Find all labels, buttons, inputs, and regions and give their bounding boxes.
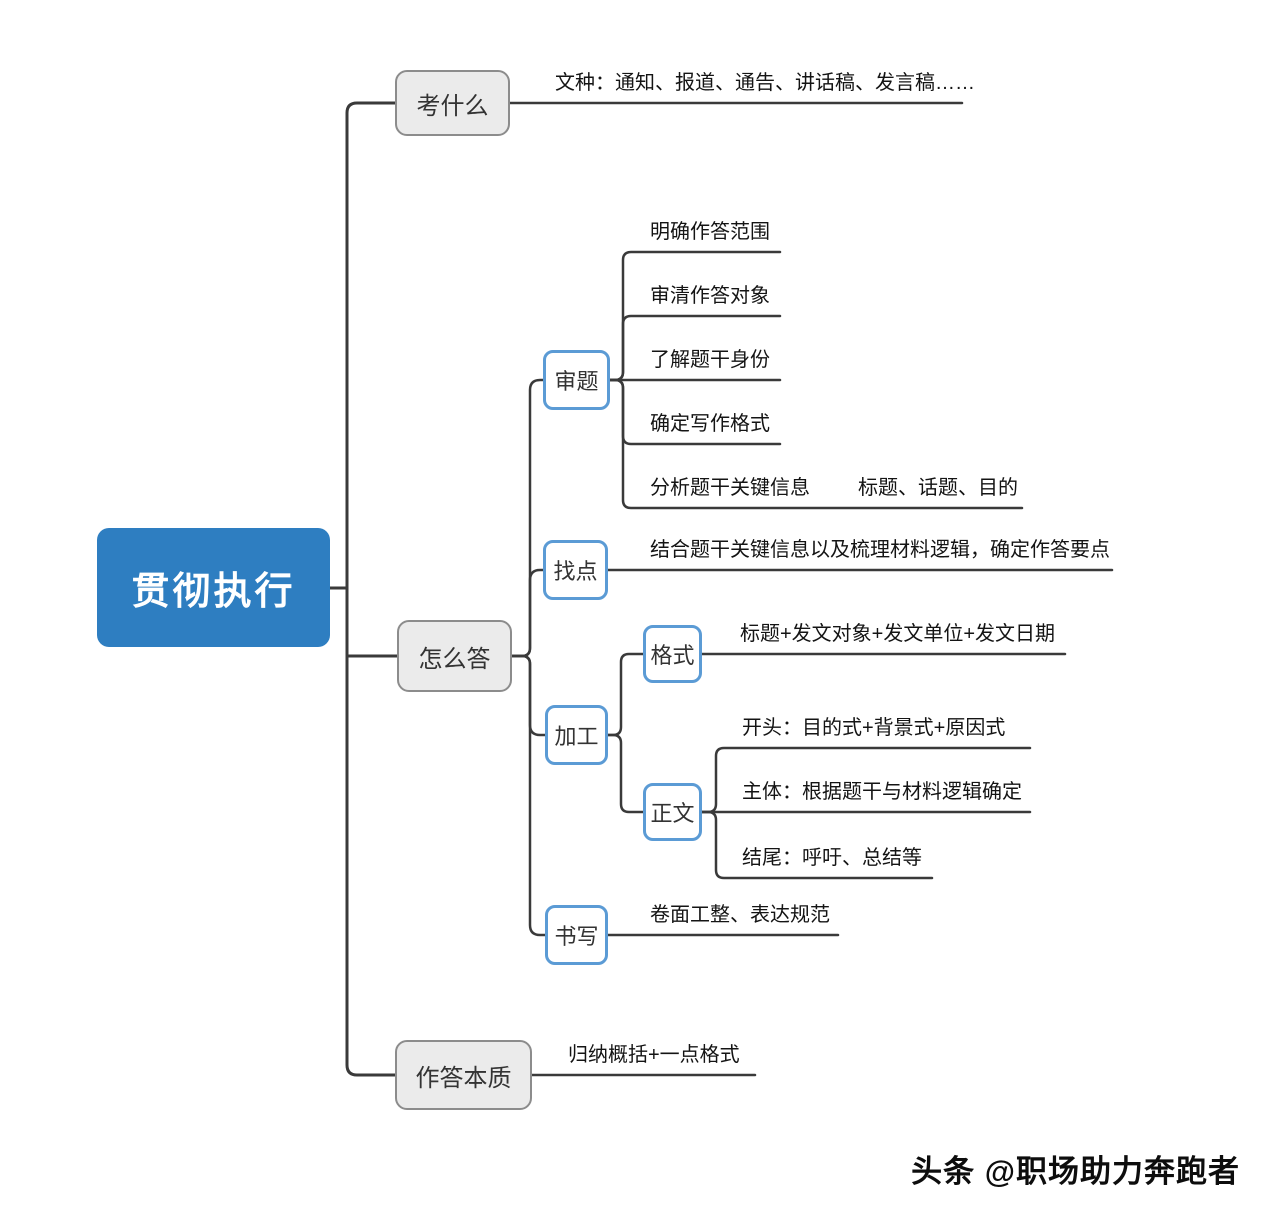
leaf-format-elements: 标题+发文对象+发文单位+发文日期: [740, 623, 1056, 645]
sub-node-format: 格式: [643, 625, 702, 683]
watermark-source: 头条: [911, 1154, 976, 1189]
leaf-clarify-answer-scope: 明确作答范围: [650, 221, 770, 243]
branch-node-what-is-tested: 考什么: [395, 70, 510, 136]
watermark-author: @职场助力奔跑者: [984, 1154, 1240, 1189]
branch-node-how-to-answer: 怎么答: [397, 620, 512, 692]
sub-node-examine-question: 审题: [543, 350, 610, 410]
leaf-determine-writing-format: 确定写作格式: [650, 413, 770, 435]
root-node-guanche-zhixing: 贯彻执行: [97, 528, 330, 647]
sub-node-find-points: 找点: [543, 540, 608, 600]
leaf-main-body-logic: 主体：根据题干与材料逻辑确定: [742, 781, 1022, 803]
sub-node-body-text: 正文: [643, 783, 702, 841]
leaf-understand-role: 了解题干身份: [650, 349, 770, 371]
watermark: 头条 @职场助力奔跑者: [911, 1146, 1240, 1191]
leaf-summarize-plus-format: 归纳概括+一点格式: [568, 1044, 740, 1066]
sub-node-handwriting: 书写: [545, 905, 608, 965]
branch-node-answer-essence: 作答本质: [395, 1040, 532, 1110]
leaf-title-topic-purpose: 标题、话题、目的: [858, 477, 1018, 499]
leaf-identify-answer-target: 审清作答对象: [650, 285, 770, 307]
leaf-combine-key-info-logic: 结合题干关键信息以及梳理材料逻辑，确定作答要点: [650, 539, 1110, 561]
leaf-document-types: 文种：通知、报道、通告、讲话稿、发言稿……: [555, 72, 975, 94]
leaf-opening-style: 开头：目的式+背景式+原因式: [742, 717, 1006, 739]
leaf-ending-style: 结尾：呼吁、总结等: [742, 847, 922, 869]
sub-node-processing: 加工: [545, 705, 608, 765]
leaf-analyze-key-info: 分析题干关键信息: [650, 477, 810, 499]
leaf-neat-writing: 卷面工整、表达规范: [650, 904, 830, 926]
